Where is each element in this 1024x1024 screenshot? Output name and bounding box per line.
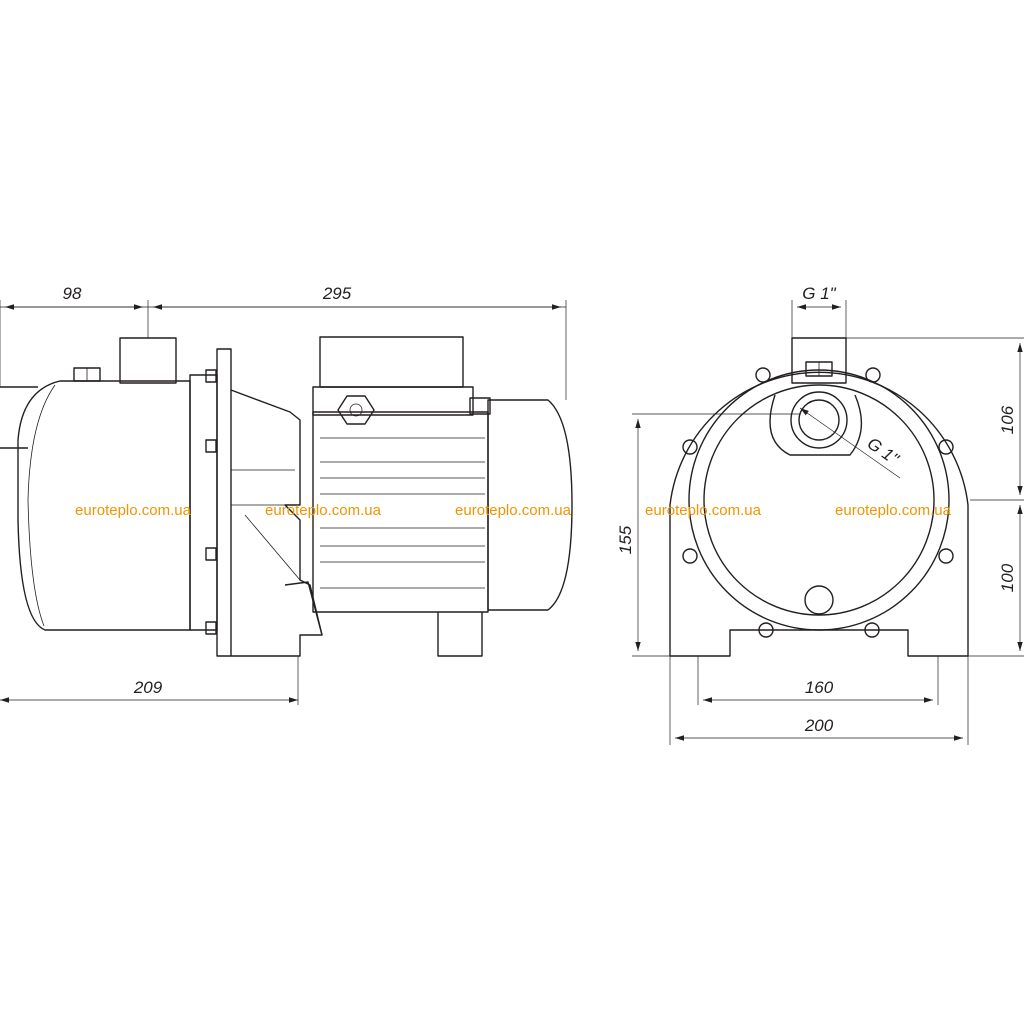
motor-end-cap: [487, 399, 573, 611]
motor-fins: [320, 437, 485, 589]
watermark-4: euroteplo.com.ua: [645, 502, 762, 519]
dim-inlet-offset: 98: [63, 284, 82, 303]
inlet-port-boss: [769, 394, 863, 456]
watermark-5: euroteplo.com.ua: [835, 502, 952, 519]
watermark-1: euroteplo.com.ua: [75, 502, 192, 519]
flange-rim: [216, 348, 232, 657]
front-view: [669, 337, 969, 657]
dim-total-height: 155: [616, 525, 635, 554]
dim-axis-height: 100: [998, 563, 1017, 592]
side-view: [0, 336, 573, 657]
dim-overall-length: 295: [322, 284, 352, 303]
watermark-3: euroteplo.com.ua: [455, 502, 572, 519]
housing-curve: [27, 384, 56, 627]
dim-outlet-height: 106: [998, 405, 1017, 434]
inlet-port-outer: [790, 391, 848, 449]
housing-ring-inner: [703, 384, 935, 616]
drain-plug: [804, 585, 834, 615]
watermark-row: euroteplo.com.ua euroteplo.com.ua eurote…: [75, 502, 952, 519]
flange-outline: [669, 371, 969, 657]
housing-ring-outer: [688, 369, 950, 631]
outlet-neck: [119, 337, 177, 384]
flange-plate: [189, 374, 218, 631]
dim-inlet-thread: G 1": [864, 434, 903, 469]
side-view-dimensions: 98 295 209: [0, 284, 567, 705]
dim-overall-width: 200: [804, 716, 834, 735]
motor-foot: [437, 612, 483, 657]
watermark-2: euroteplo.com.ua: [265, 502, 382, 519]
dim-foot-spacing: 160: [805, 678, 834, 697]
cable-gland: [337, 395, 375, 425]
dim-base-length: 209: [133, 678, 163, 697]
inlet-port-inner: [798, 399, 840, 441]
front-bolt-holes: [682, 367, 954, 638]
outlet-block: [791, 337, 847, 384]
terminal-box: [319, 336, 464, 388]
dim-outlet-thread: G 1": [802, 284, 836, 303]
inlet-stub: [0, 386, 38, 449]
flange-bolts: [205, 369, 217, 635]
bracket: [230, 389, 323, 657]
pump-housing: [17, 380, 191, 631]
